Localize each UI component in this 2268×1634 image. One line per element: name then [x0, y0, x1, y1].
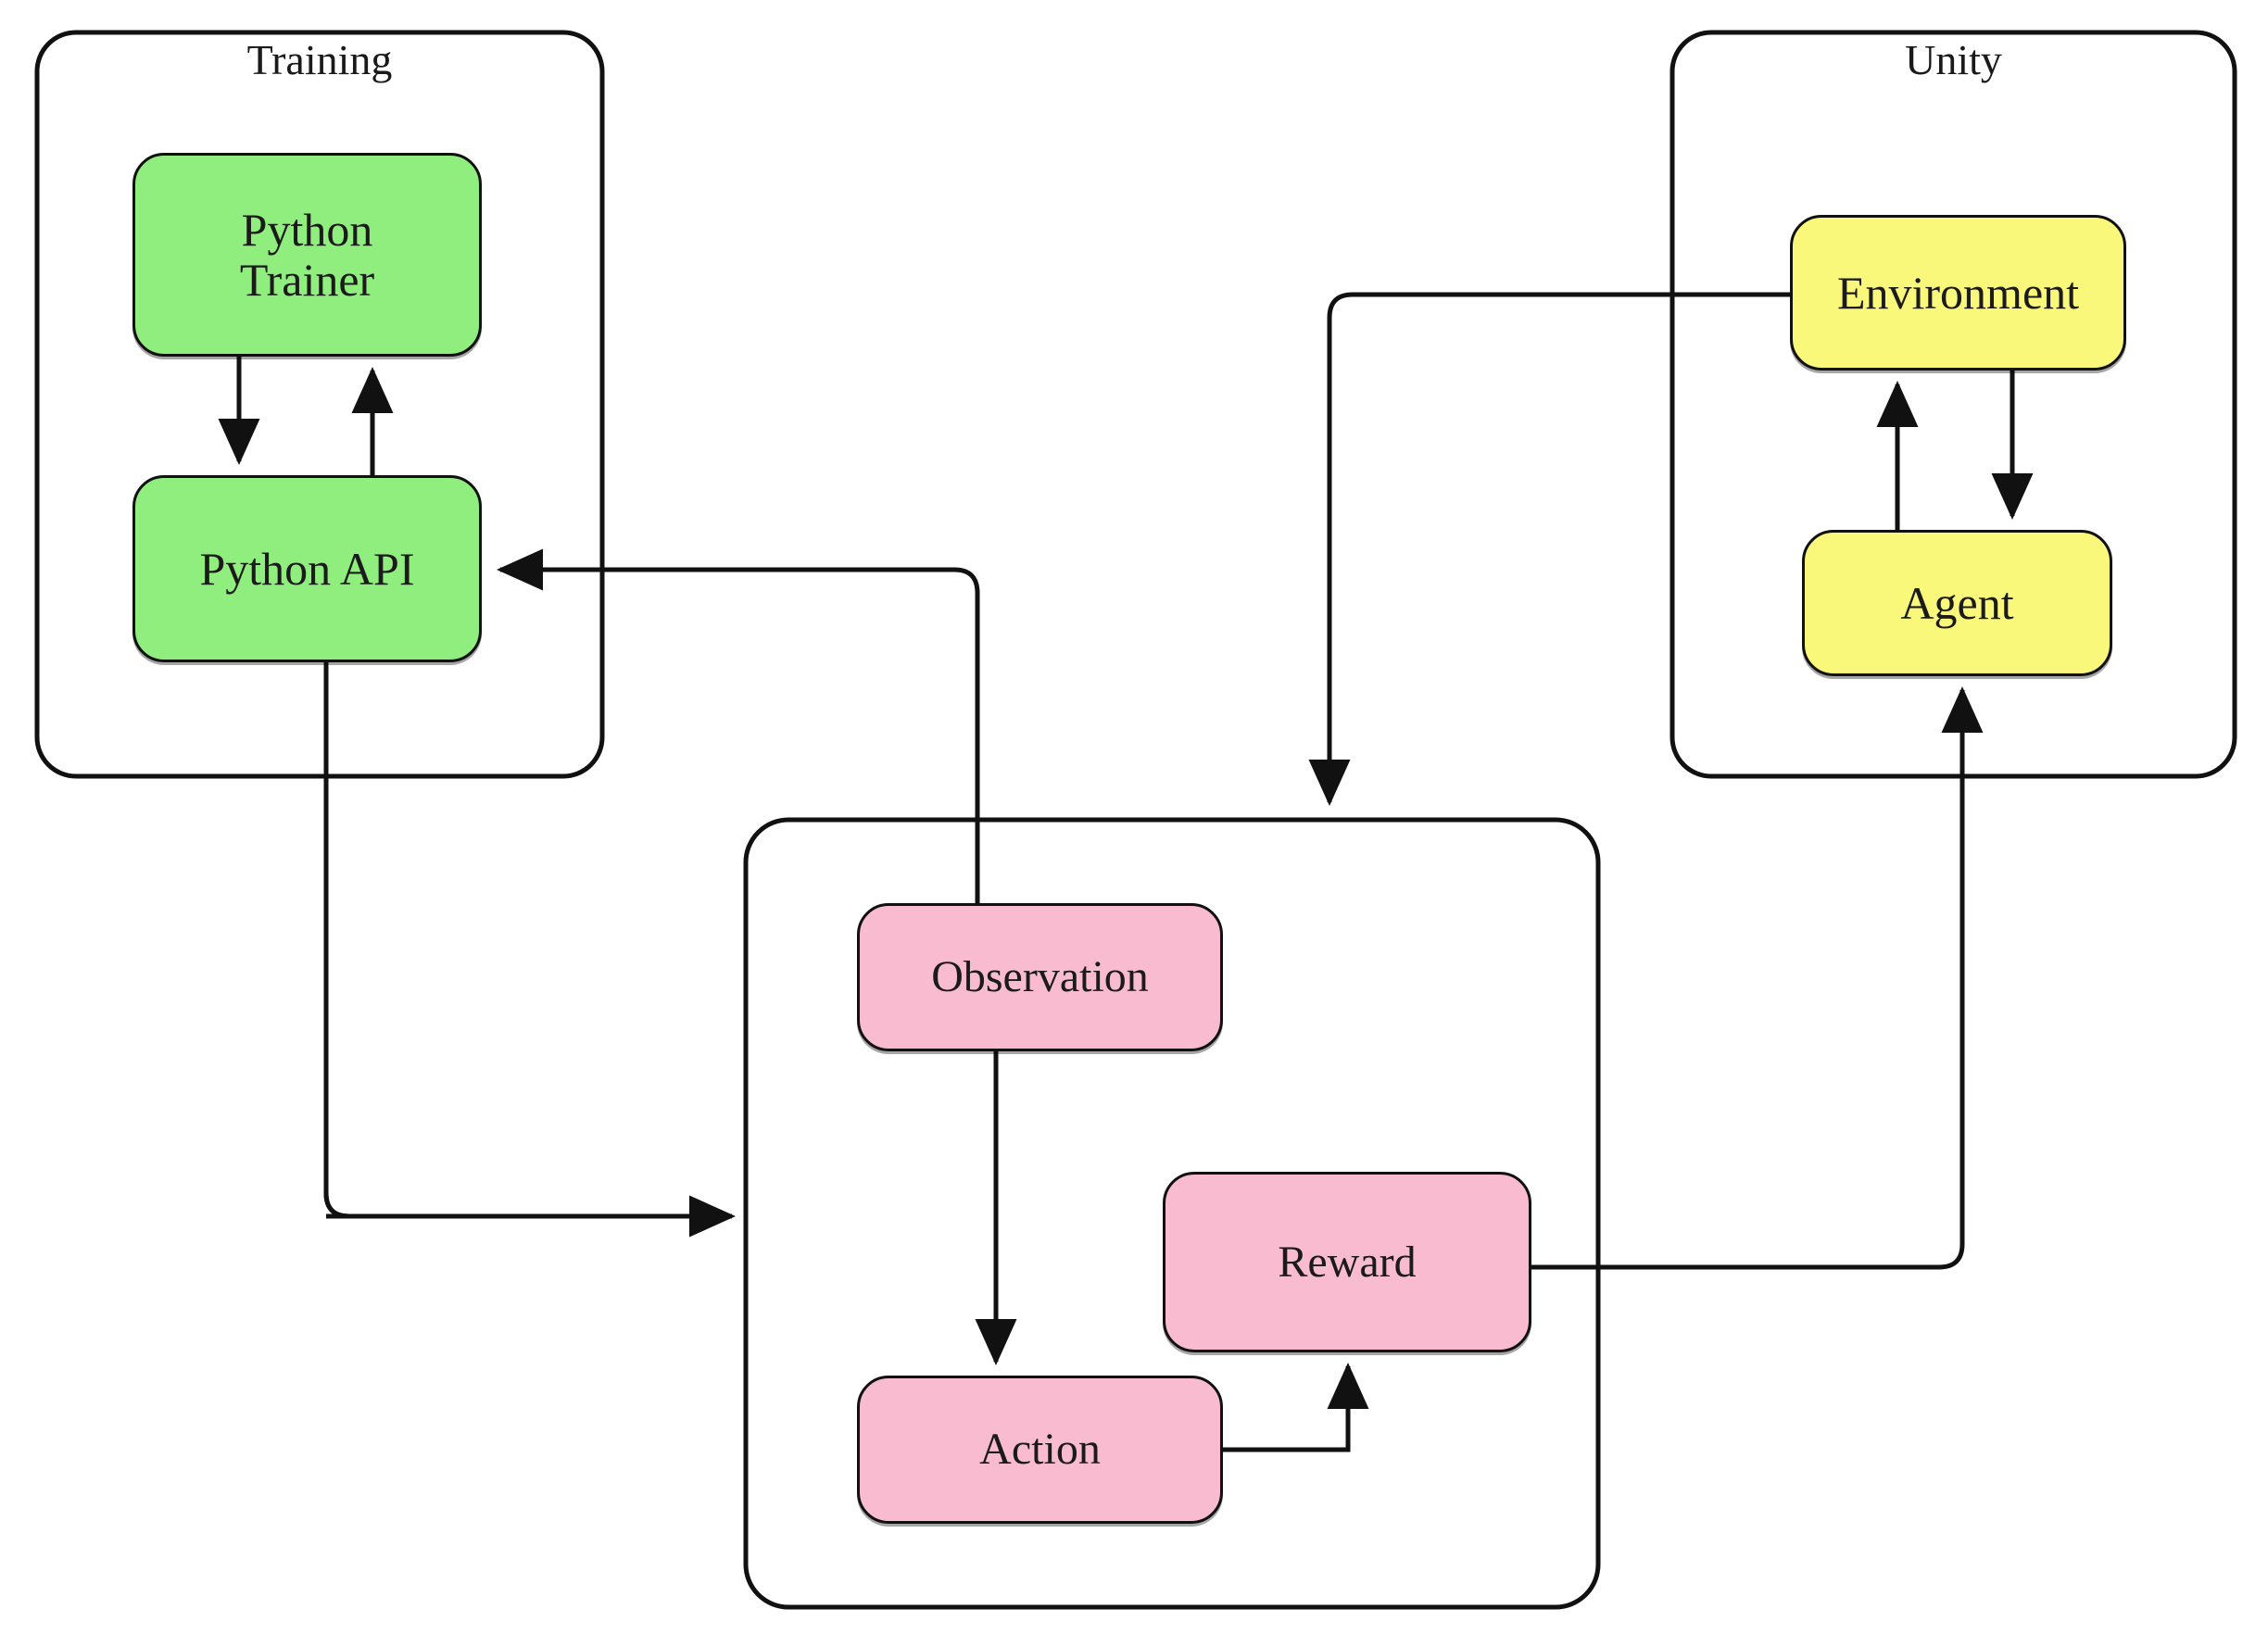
node-agent-label: Agent: [1900, 577, 2014, 629]
node-python-trainer-line2: Trainer: [239, 254, 375, 306]
node-python-trainer[interactable]: Python Trainer: [132, 153, 482, 357]
edge-loop-to-api: [496, 548, 980, 903]
edge-action-to-reward: [1223, 1362, 1369, 1452]
node-agent[interactable]: Agent: [1802, 530, 2112, 676]
edge-api-to-loop-path: [323, 662, 732, 1219]
group-frame-training: [34, 30, 605, 779]
node-reward-label: Reward: [1278, 1237, 1417, 1287]
node-observation[interactable]: Observation: [857, 903, 1223, 1051]
node-python-api[interactable]: Python API: [132, 475, 482, 662]
node-reward[interactable]: Reward: [1163, 1172, 1531, 1352]
group-frame-loop: [743, 817, 1601, 1610]
edge-reward-to-agent: [1531, 685, 1984, 1270]
node-environment-label: Environment: [1836, 267, 2080, 319]
node-action[interactable]: Action: [857, 1376, 1223, 1524]
group-label-unity: Unity: [1905, 36, 2002, 83]
node-observation-label: Observation: [931, 952, 1149, 1002]
edge-api-to-loop: [323, 662, 737, 1238]
node-action-label: Action: [979, 1425, 1101, 1475]
node-environment[interactable]: Environment: [1790, 215, 2126, 371]
node-python-trainer-line1: Python: [241, 204, 373, 256]
group-label-training: Training: [246, 36, 393, 83]
group-frame-unity: [1670, 30, 2237, 779]
edge-environment-to-loop: [1308, 292, 1790, 807]
node-python-api-label: Python API: [199, 543, 415, 595]
